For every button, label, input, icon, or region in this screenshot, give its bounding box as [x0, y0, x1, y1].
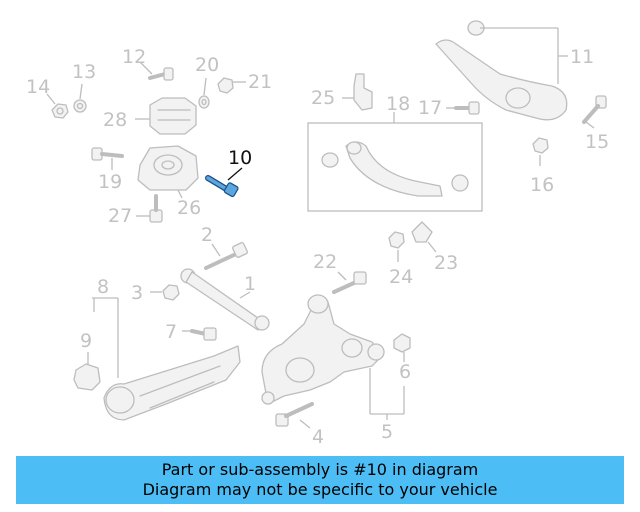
label-20: 20: [195, 54, 219, 76]
part-23-clip: [411, 221, 437, 253]
part-28-bracket: [135, 97, 197, 135]
label-7: 7: [165, 321, 177, 343]
part-3-nut: [150, 284, 180, 301]
part-16-nut: [532, 137, 549, 166]
part-21-nut: [217, 77, 246, 94]
part-14-nut: [46, 93, 69, 119]
part-5-leader: [369, 368, 405, 420]
label-16: 16: [530, 174, 554, 196]
label-5: 5: [381, 421, 393, 443]
label-14: 14: [26, 76, 50, 98]
part-26-mount: [137, 145, 199, 199]
part-12-bolt: [139, 61, 174, 81]
label-18: 18: [386, 93, 410, 115]
part-11-upper-arm: [435, 20, 568, 121]
label-15: 15: [585, 131, 609, 153]
label-24: 24: [389, 266, 413, 288]
label-22: 22: [313, 251, 337, 273]
part-17-bolt: [446, 101, 480, 115]
label-2: 2: [201, 224, 213, 246]
label-19: 19: [98, 171, 122, 193]
label-27: 27: [108, 205, 132, 227]
label-8: 8: [97, 276, 109, 298]
label-4: 4: [312, 426, 324, 448]
part-20-washer: [198, 77, 210, 109]
label-12: 12: [122, 46, 146, 68]
label-17: 17: [418, 97, 442, 119]
part-13-washer: [73, 83, 87, 113]
part-9-bushing: [73, 352, 101, 391]
banner-line-2: Diagram may not be specific to your vehi…: [142, 480, 498, 499]
label-13: 13: [72, 61, 96, 83]
label-10: 10: [228, 147, 252, 169]
part-2-bolt: [204, 242, 248, 270]
part-15-bolt: [582, 95, 607, 129]
part-19-bolt: [91, 147, 124, 170]
part-1-lateral-link: [180, 268, 270, 331]
part-4-bolt: [275, 402, 314, 429]
label-3: 3: [131, 282, 143, 304]
part-7-bolt: [182, 327, 217, 341]
label-6: 6: [399, 361, 411, 383]
parts-diagram: 14 13 12 20 21 28 19: [26, 20, 609, 448]
label-26: 26: [177, 197, 201, 219]
part-25-bracket: [342, 73, 373, 111]
part-18-arm-assembly: [307, 112, 483, 212]
label-9: 9: [80, 330, 92, 352]
part-6-bushing: [393, 333, 411, 362]
banner-line-1: Part or sub-assembly is #10 in diagram: [161, 460, 479, 479]
label-25: 25: [311, 87, 335, 109]
label-1: 1: [244, 273, 256, 295]
part-knuckle: [261, 294, 385, 405]
part-27-bolt: [136, 194, 163, 223]
part-8-trailing-arm: [92, 297, 241, 421]
label-11: 11: [570, 46, 594, 68]
label-21: 21: [248, 71, 272, 93]
part-24-nut: [388, 231, 405, 262]
info-banner: Part or sub-assembly is #10 in diagram D…: [16, 456, 624, 504]
part-10-bolt-highlighted: [205, 167, 243, 198]
part-22-bolt: [332, 271, 367, 294]
label-23: 23: [434, 252, 458, 274]
label-28: 28: [103, 109, 127, 131]
